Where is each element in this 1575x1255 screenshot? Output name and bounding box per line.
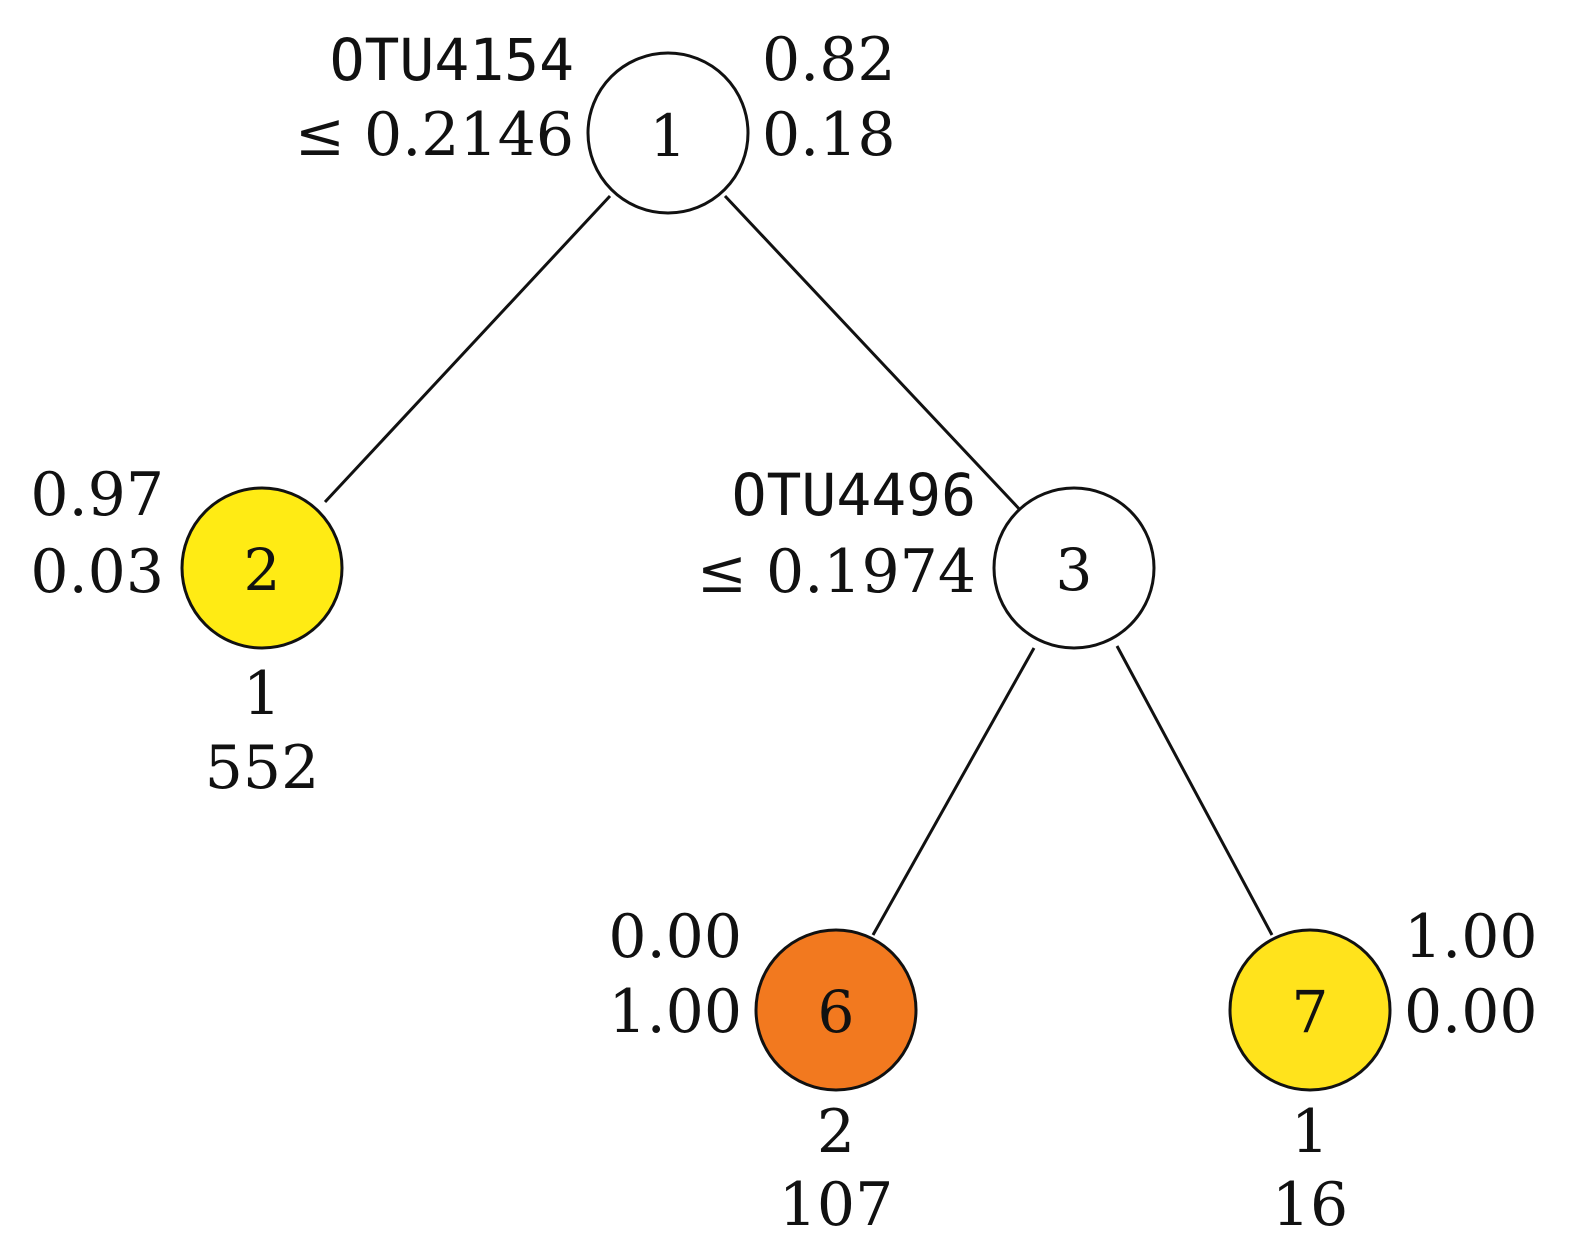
node-2: 2 0.97 0.03 1 552 xyxy=(30,460,344,803)
node-6-prob-2: 1.00 xyxy=(608,977,742,1047)
node-7-id: 7 xyxy=(1292,978,1329,1046)
edge-3-7 xyxy=(1115,645,1274,936)
node-1-split-rule: ≤ 0.2146 xyxy=(295,100,574,170)
node-7-prob-2: 0.00 xyxy=(1404,977,1538,1047)
node-2-circle xyxy=(180,486,344,650)
node-2-prob-1: 0.97 xyxy=(30,460,164,530)
node-6-class: 2 xyxy=(817,1097,855,1167)
node-2-count: 552 xyxy=(205,733,320,803)
node-1-prob-1: 0.82 xyxy=(762,25,896,95)
edge-1-2 xyxy=(323,194,612,504)
node-7-class: 1 xyxy=(1291,1097,1329,1167)
node-6-prob-1: 0.00 xyxy=(608,902,742,972)
node-2-prob-2: 0.03 xyxy=(30,537,164,607)
node-1-id: 1 xyxy=(650,102,687,170)
node-6: 6 0.00 1.00 2 107 xyxy=(608,902,918,1240)
node-7-count: 16 xyxy=(1272,1170,1348,1240)
node-3: 3 OTU4496 ≤ 0.1974 xyxy=(697,461,1156,650)
edge-3-6 xyxy=(871,647,1036,936)
node-3-split-rule: ≤ 0.1974 xyxy=(697,537,976,607)
node-2-class: 1 xyxy=(243,659,281,729)
node-7: 7 1.00 0.00 1 16 xyxy=(1228,902,1538,1240)
node-7-circle xyxy=(1228,928,1392,1092)
node-1: 1 OTU4154 ≤ 0.2146 0.82 0.18 xyxy=(295,25,896,215)
node-1-circle xyxy=(586,51,750,215)
node-1-split-variable: OTU4154 xyxy=(330,26,574,94)
node-6-id: 6 xyxy=(818,978,855,1046)
node-1-prob-2: 0.18 xyxy=(762,100,896,170)
node-6-circle xyxy=(754,928,918,1092)
node-6-count: 107 xyxy=(779,1170,894,1240)
edge-1-3 xyxy=(723,194,1025,515)
node-3-id: 3 xyxy=(1056,536,1093,604)
node-3-split-variable: OTU4496 xyxy=(732,461,976,529)
tree-edges xyxy=(323,194,1274,936)
node-2-id: 2 xyxy=(244,536,281,604)
node-3-circle xyxy=(992,486,1156,650)
node-7-prob-1: 1.00 xyxy=(1404,902,1538,972)
